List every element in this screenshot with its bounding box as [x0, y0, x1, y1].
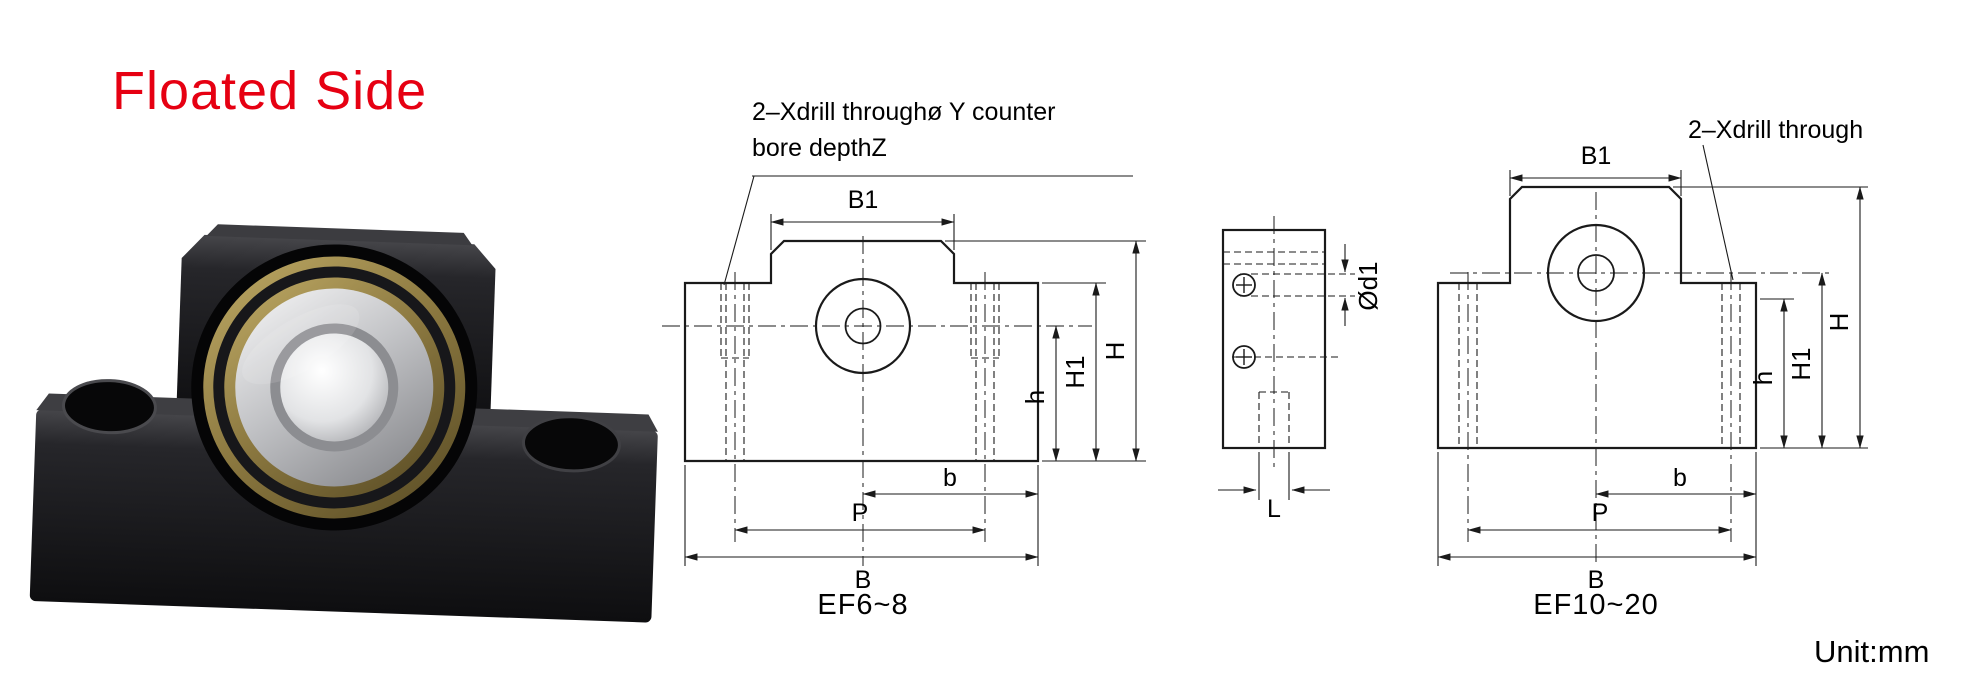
set-screw-upper: [1232, 273, 1256, 297]
ef68-view-label: EF6~8: [817, 589, 908, 621]
side-dim-label-L: L: [1267, 495, 1281, 523]
set-screw-lower: [1232, 345, 1256, 369]
ef68-leader-line: [723, 175, 1133, 286]
ef1020-dim-label-b: b: [1673, 464, 1687, 492]
bearing-block-tower-top-face: [206, 224, 473, 246]
ef68-dim-label-B: B: [855, 566, 872, 594]
side-view-dimension-arrows: [1218, 244, 1349, 494]
ef1020-note: 2–Xdrill through: [1688, 116, 1863, 144]
side-view-extension-lines: [1258, 452, 1290, 500]
ef1020-dimension-lines: [1437, 174, 1864, 561]
bearing-highlight: [242, 304, 360, 385]
side-view: Ød1 L: [1218, 216, 1383, 523]
right-mounting-hole: [521, 415, 621, 473]
ef68-dim-label-h: h: [1020, 390, 1050, 404]
page-title: Floated Side: [112, 61, 428, 121]
ef68-body-outline: [683, 239, 1040, 463]
ef1020-dim-label-B1: B1: [1581, 142, 1612, 170]
ef68-note-line2: bore depthZ: [752, 134, 887, 162]
ef68-centerlines: [662, 236, 1092, 566]
ef1020-dim-label-h: h: [1748, 371, 1778, 385]
bearing: [191, 244, 478, 531]
ef1020-view: 2–Xdrill through B1 h H1 H b P B EF10~20: [1436, 116, 1868, 621]
ef68-extension-lines: [684, 214, 1146, 566]
left-mounting-hole: [61, 379, 157, 435]
ef68-dim-label-H1: H1: [1060, 355, 1090, 388]
ef1020-dim-label-H1: H1: [1786, 347, 1816, 380]
ef68-dim-label-H: H: [1100, 342, 1130, 361]
ef68-dim-label-B1: B1: [848, 186, 879, 214]
ef1020-body-outline: [1436, 185, 1758, 450]
ef68-note-line1: 2–Xdrill throughø Y counter: [752, 98, 1055, 126]
ef1020-dim-label-B: B: [1588, 566, 1605, 594]
ef68-view: 2–Xdrill throughø Y counter bore depthZ …: [662, 98, 1146, 621]
side-view-hidden-lines: [1223, 251, 1355, 448]
ef1020-view-label: EF10~20: [1533, 589, 1659, 621]
unit-label: Unit:mm: [1814, 634, 1929, 669]
ef1020-extension-lines: [1437, 170, 1868, 566]
ef68-dim-label-P: P: [852, 499, 869, 527]
ef1020-dim-label-P: P: [1592, 499, 1609, 527]
ef1020-dim-label-H: H: [1824, 313, 1854, 332]
ef1020-bolt-hole-hidden-lines: [1458, 283, 1741, 448]
ef1020-leader-line: [1702, 144, 1734, 281]
ef68-dimension-lines: [684, 218, 1140, 561]
ef68-bolt-hole-hidden-lines: [720, 283, 1000, 461]
bearing-bore: [280, 333, 389, 442]
ef68-dim-label-b: b: [943, 464, 957, 492]
product-photo: [29, 224, 658, 623]
side-dim-label-d1: Ød1: [1353, 261, 1383, 310]
